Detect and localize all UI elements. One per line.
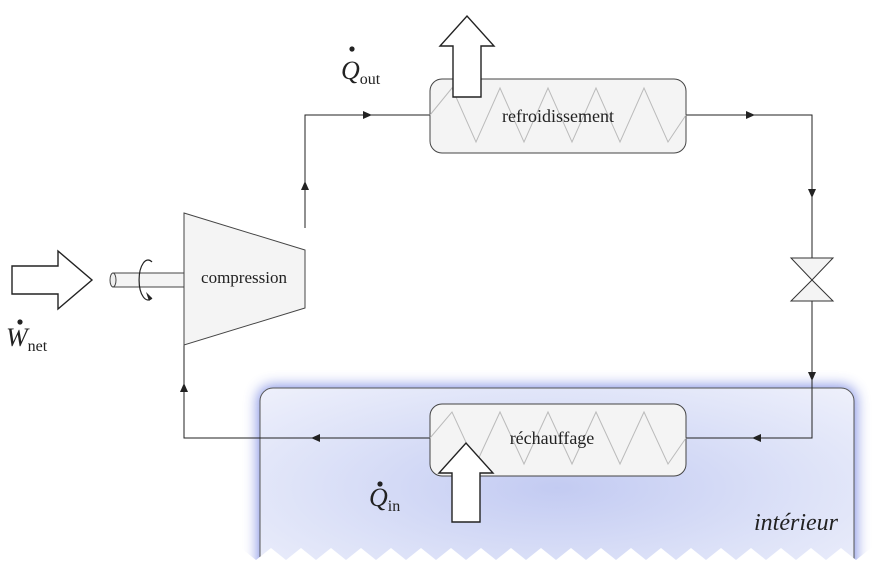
q-in-symbol: Q [369,483,388,512]
rotation-icon [138,259,153,301]
flow-arrows [180,111,816,442]
q-out-symbol: Q [341,56,360,85]
cycle-piping [183,114,813,439]
flow-arrow [808,372,816,381]
condenser-coil [429,86,687,144]
evaporator-label: réchauffage [510,428,595,448]
flow-arrow [180,383,188,392]
condenser: refroidissement [429,78,687,154]
heat-in-arrow [437,441,495,523]
svg-text:Qin: Qin [369,483,400,515]
w-net-label: Wnet [6,319,48,355]
flow-arrow [363,111,372,119]
interior-region: intérieur [226,386,877,571]
condenser-label: refroidissement [502,106,614,126]
interior-label: intérieur [754,510,839,536]
flow-arrow [311,434,320,442]
svg-text:Qout: Qout [341,56,381,88]
svg-text:Wnet: Wnet [6,323,48,355]
q-out-label: Qout [341,46,381,88]
region-torn-edge [226,548,877,571]
flow-arrow [746,111,755,119]
heat-out-arrow [438,14,496,98]
flow-arrow [752,434,761,442]
compressor-label: compression [201,268,287,287]
q-in-subscript: in [388,498,400,515]
flow-arrow [301,181,309,190]
w-net-symbol: W [6,323,30,352]
expansion-valve [789,257,835,302]
q-in-label: Qin [369,481,400,515]
evaporator: réchauffage [429,403,687,477]
w-net-subscript: net [28,338,48,355]
flow-arrow [808,189,816,198]
compressor: compression [183,212,306,346]
compressor-shaft [109,259,185,301]
q-out-subscript: out [360,71,381,88]
work-input-arrow [11,249,94,311]
